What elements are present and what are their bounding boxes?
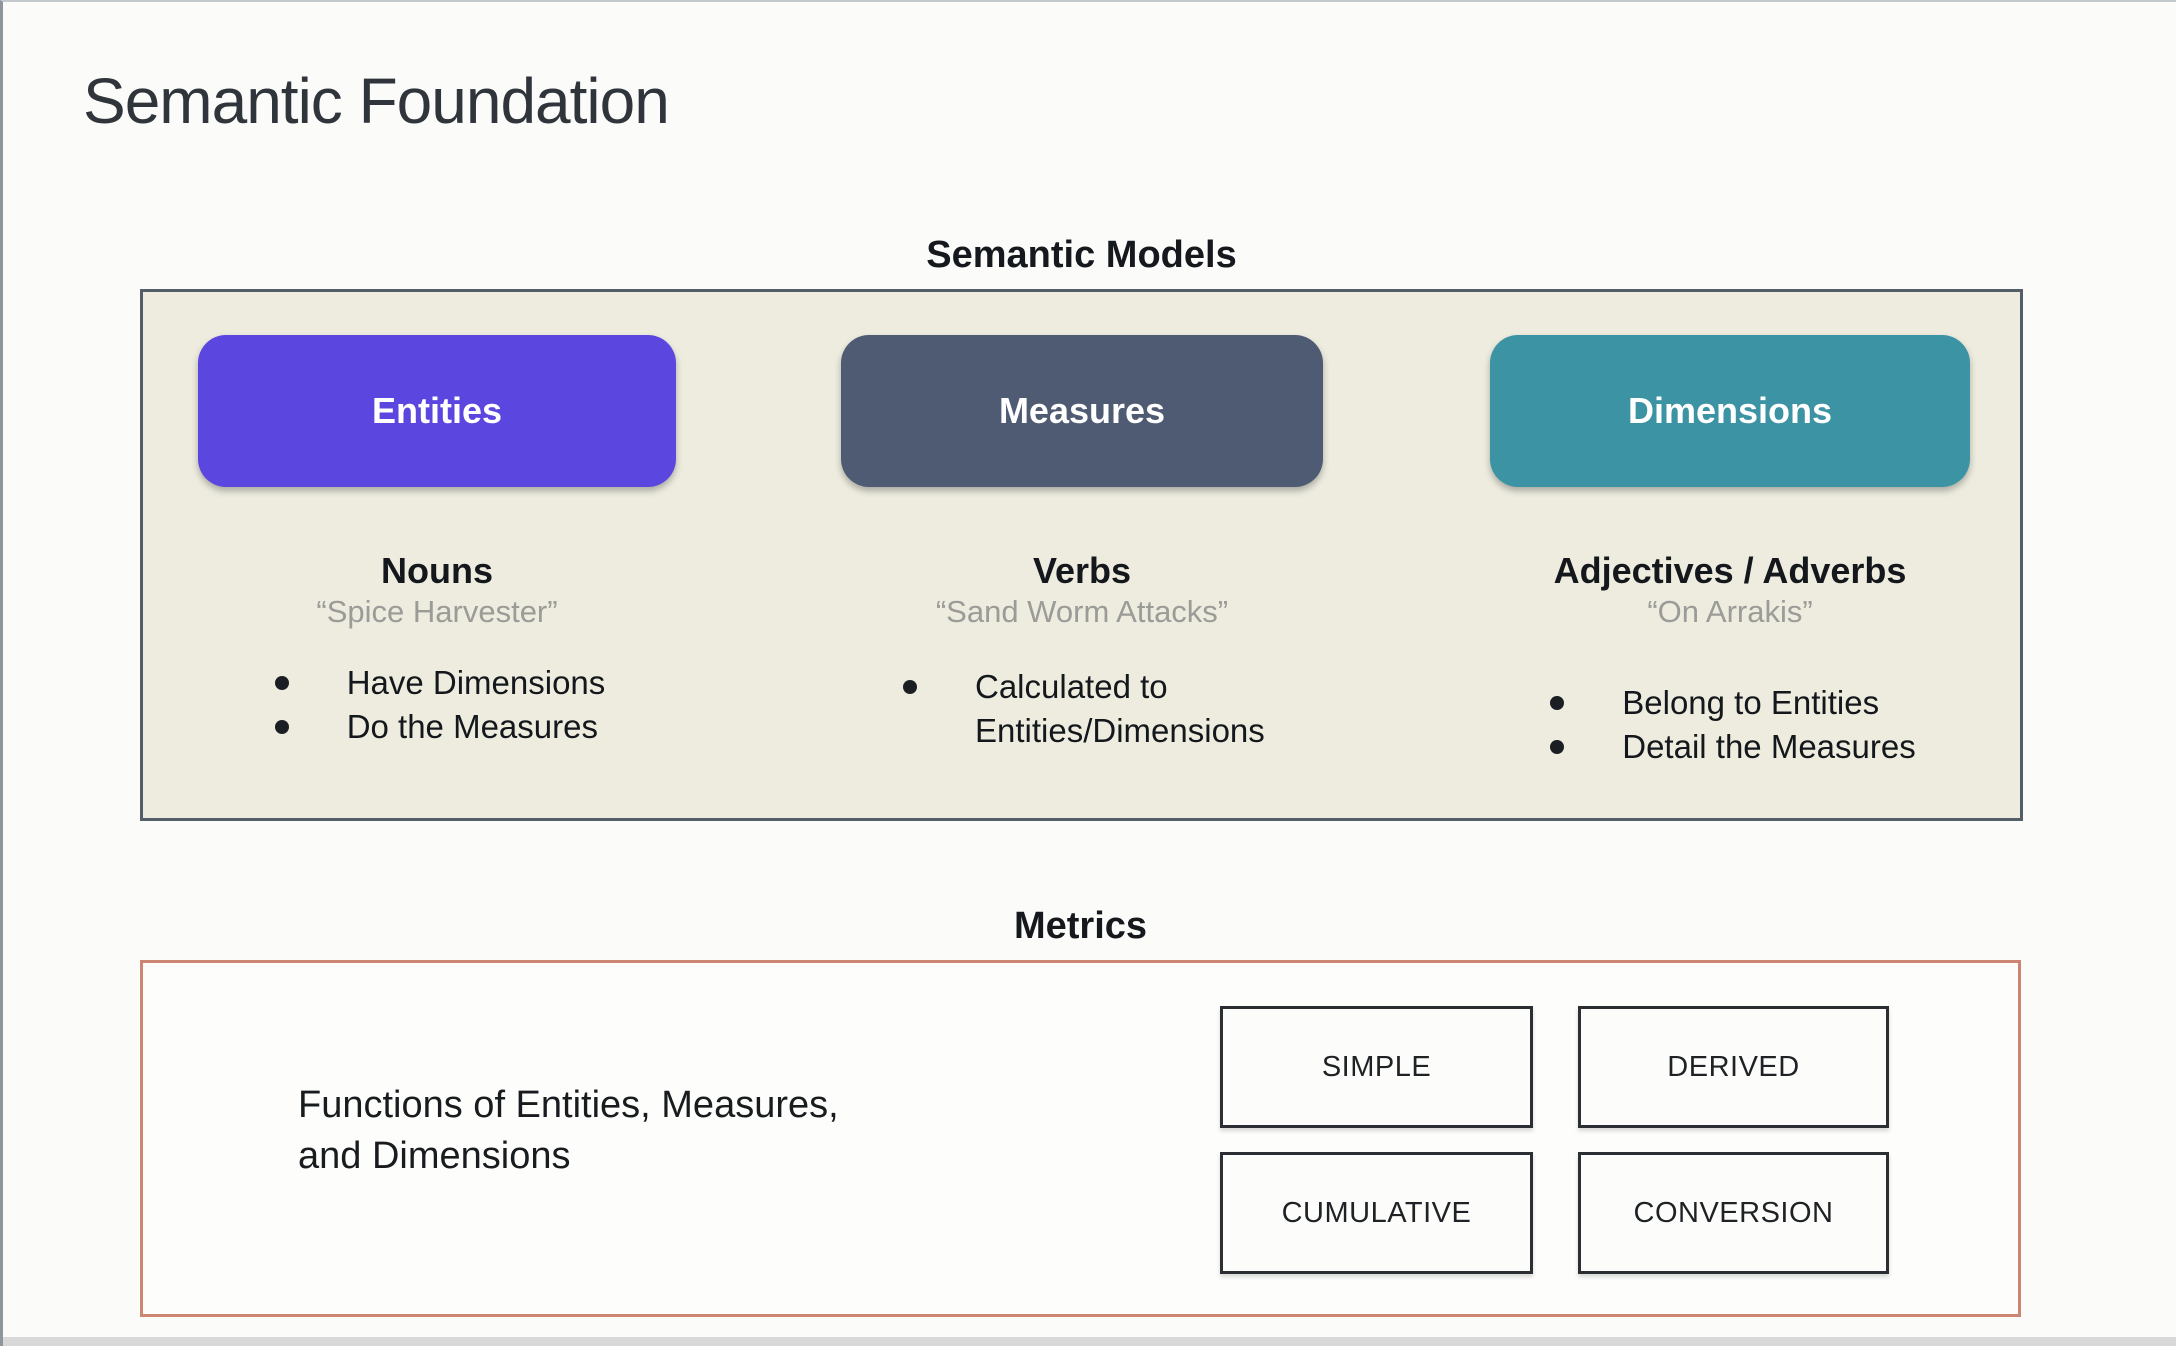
metric-card-simple: SIMPLE — [1220, 1006, 1533, 1128]
measures-column: Verbs “Sand Worm Attacks” Calculated to … — [802, 550, 1362, 753]
measures-subtitle: Verbs — [1032, 550, 1132, 591]
metric-card-conversion-label: CONVERSION — [1633, 1196, 1834, 1229]
metric-card-simple-label: SIMPLE — [1321, 1050, 1432, 1083]
dimensions-quote: “On Arrakis” — [1647, 594, 1813, 630]
measures-pill-label: Measures — [998, 390, 1166, 431]
metric-card-conversion: CONVERSION — [1578, 1152, 1889, 1274]
entities-bullet: Have Dimensions — [269, 661, 605, 705]
measures-bullet-list: Calculated to Entities/Dimensions — [897, 665, 1267, 753]
measures-bullet: Calculated to Entities/Dimensions — [897, 665, 1267, 753]
bottom-edge-strip — [3, 1337, 2176, 1346]
metric-card-derived: DERIVED — [1578, 1006, 1889, 1128]
page-title: Semantic Foundation — [83, 65, 670, 137]
dimensions-subtitle: Adjectives / Adverbs — [1553, 550, 1907, 591]
measures-pill: Measures — [841, 335, 1323, 487]
dimensions-bullet-list: Belong to Entities Detail the Measures — [1544, 681, 1916, 769]
entities-pill: Entities — [198, 335, 676, 487]
metrics-description: Functions of Entities, Measures, and Dim… — [298, 1080, 839, 1183]
entities-subtitle: Nouns — [381, 550, 493, 591]
metrics-description-line1: Functions of Entities, Measures, — [298, 1084, 839, 1126]
entities-column: Nouns “Spice Harvester” Have Dimensions … — [157, 550, 717, 749]
entities-pill-label: Entities — [371, 390, 503, 431]
entities-quote: “Spice Harvester” — [316, 594, 558, 630]
dimensions-pill: Dimensions — [1490, 335, 1970, 487]
semantic-models-heading: Semantic Models — [926, 234, 1237, 276]
entities-bullet-list: Have Dimensions Do the Measures — [269, 661, 606, 749]
metric-card-cumulative-label: CUMULATIVE — [1281, 1196, 1472, 1229]
measures-quote: “Sand Worm Attacks” — [935, 594, 1229, 630]
dimensions-bullet: Detail the Measures — [1544, 725, 1916, 769]
metrics-description-line2: and Dimensions — [298, 1135, 571, 1178]
dimensions-pill-label: Dimensions — [1627, 390, 1833, 431]
metric-card-cumulative: CUMULATIVE — [1220, 1152, 1533, 1274]
dimensions-column: Adjectives / Adverbs “On Arrakis” Belong… — [1450, 550, 2010, 769]
entities-bullet: Do the Measures — [269, 705, 606, 749]
metric-card-derived-label: DERIVED — [1667, 1050, 1800, 1083]
metrics-heading: Metrics — [1013, 905, 1148, 947]
dimensions-bullet: Belong to Entities — [1544, 681, 1915, 725]
